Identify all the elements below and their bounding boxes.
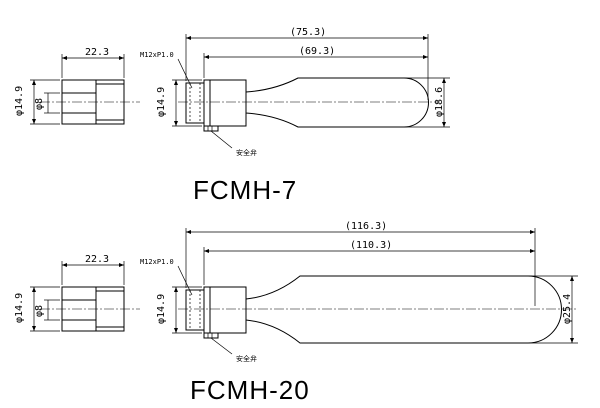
safety-valve	[203, 125, 219, 132]
dim-side-width: 22.3	[85, 47, 109, 58]
safety-valve-label: 安全弁	[236, 354, 257, 363]
thread-section	[185, 82, 205, 124]
dim-overall-length: (116.3)	[345, 221, 387, 232]
figure-fcmh-20: 22.3 φ14.9 φ8	[14, 221, 578, 405]
model-title: FCMH-7	[193, 175, 297, 205]
dim-overall-length: (75.3)	[290, 27, 326, 38]
side-view-bore	[61, 299, 97, 321]
model-title: FCMH-20	[190, 375, 310, 405]
dim-inner-dia: φ8	[34, 305, 45, 317]
side-view-bore	[61, 92, 97, 114]
side-view: 22.3 φ14.9 φ8	[14, 47, 140, 125]
thread-spec-label: M12xP1.0	[140, 258, 174, 266]
dim-outer-dia: φ14.9	[14, 86, 25, 116]
thread-section	[185, 289, 205, 331]
bottle-body	[245, 77, 429, 128]
dim-end-dia: φ25.4	[562, 294, 573, 324]
dim-side-width: 22.3	[85, 254, 109, 265]
safety-valve-label: 安全弁	[236, 148, 257, 157]
thread-spec-label: M12xP1.0	[140, 51, 174, 59]
dim-front-dia: φ14.9	[156, 294, 167, 324]
dim-end-dia: φ18.6	[434, 87, 445, 117]
dim-inner-dia: φ8	[34, 98, 45, 110]
bottle-body	[245, 275, 562, 344]
front-view: (116.3) (110.3) φ14.9 φ25.4 M12xP1.0	[140, 221, 578, 363]
dim-body-length: (69.3)	[299, 46, 335, 57]
dim-body-length: (110.3)	[350, 240, 392, 251]
side-view: 22.3 φ14.9 φ8	[14, 254, 140, 332]
dim-front-dia: φ14.9	[156, 87, 167, 117]
front-view: (75.3) (69.3) φ14.9 φ18.6 M12xP1.0	[140, 27, 450, 157]
dim-outer-dia: φ14.9	[14, 293, 25, 323]
figure-fcmh-7: 22.3 φ14.9 φ8	[14, 27, 450, 205]
safety-valve	[203, 332, 219, 339]
